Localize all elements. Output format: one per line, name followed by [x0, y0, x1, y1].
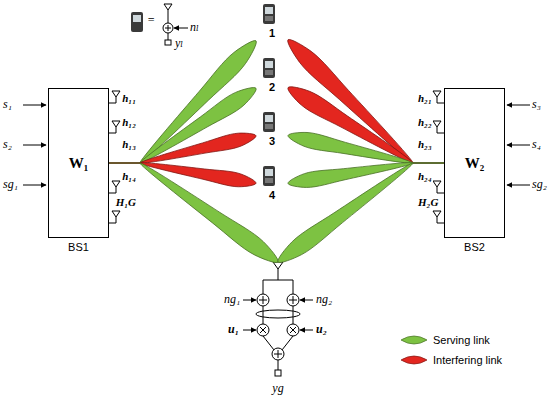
legend-entry: Interfering link [400, 354, 502, 366]
legend-swatch [400, 354, 428, 366]
base-station-box: W₁BS1 [48, 88, 109, 238]
channel-label: h₂₃ [417, 138, 433, 150]
node-text: W₁ [69, 155, 89, 172]
node-text: 3 [256, 135, 288, 147]
user-terminal: 3 [256, 112, 288, 152]
channel-label: h₂₂ [417, 116, 433, 128]
serving-link [288, 163, 444, 188]
node-text: 4 [256, 189, 288, 201]
phone-icon [263, 58, 275, 78]
node-heading: BS2 [435, 241, 514, 253]
signal-label: s₃ [532, 98, 541, 111]
serving-link [278, 163, 444, 263]
serving-link [109, 41, 256, 163]
channel-label: h₁₁ [121, 92, 137, 104]
signal-label: = [147, 14, 155, 27]
serving-link [288, 132, 444, 163]
channel-label: h₁₄ [121, 170, 137, 182]
interfering-link [288, 87, 444, 163]
signal-label: nₗ [190, 21, 199, 34]
node-heading: BS1 [39, 241, 118, 253]
base-station-box: W₂BS2 [444, 88, 505, 238]
channel-label: H₂G [417, 196, 439, 208]
phone-icon [263, 4, 275, 24]
phone-icon [263, 166, 275, 186]
node-text: yg [247, 381, 309, 396]
node-text: 1 [256, 27, 288, 39]
channel-label: H₁G [115, 196, 137, 208]
user-terminal: 1 [256, 4, 288, 44]
legend-swatch [400, 334, 428, 346]
signal-label: s₄ [532, 138, 541, 151]
user-terminal: 2 [256, 58, 288, 98]
ground-receiver-node: yg [247, 262, 309, 396]
user-terminal: 4 [256, 166, 288, 206]
channel-label: h₂₁ [417, 92, 433, 104]
interfering-link [109, 133, 256, 163]
signal-label: u₂ [316, 323, 327, 336]
legend-text: Serving link [433, 334, 490, 346]
serving-link [109, 88, 256, 163]
legend-entry: Serving link [400, 334, 490, 346]
channel-label: h₁₃ [121, 138, 137, 150]
signal-label: sg₁ [3, 178, 18, 191]
phone-icon [263, 112, 275, 132]
signal-label: u₁ [228, 323, 239, 336]
signal-label: s₁ [3, 98, 12, 111]
signal-label: yₗ [175, 37, 183, 50]
node-text: 2 [256, 81, 288, 93]
signal-label: sg₂ [532, 178, 547, 191]
interfering-link [288, 39, 444, 163]
interfering-link [109, 163, 256, 187]
channel-label: h₂₄ [417, 170, 433, 182]
ground-receiver [243, 262, 313, 376]
signal-label: s₂ [3, 138, 12, 151]
signal-label: ng₂ [316, 293, 332, 306]
serving-link [109, 163, 278, 263]
legend-text: Interfering link [433, 354, 502, 366]
channel-label: h₁₂ [121, 116, 137, 128]
signal-label: ng₁ [224, 293, 240, 306]
node-text: W₂ [465, 155, 485, 172]
bs-antennas [109, 91, 444, 223]
